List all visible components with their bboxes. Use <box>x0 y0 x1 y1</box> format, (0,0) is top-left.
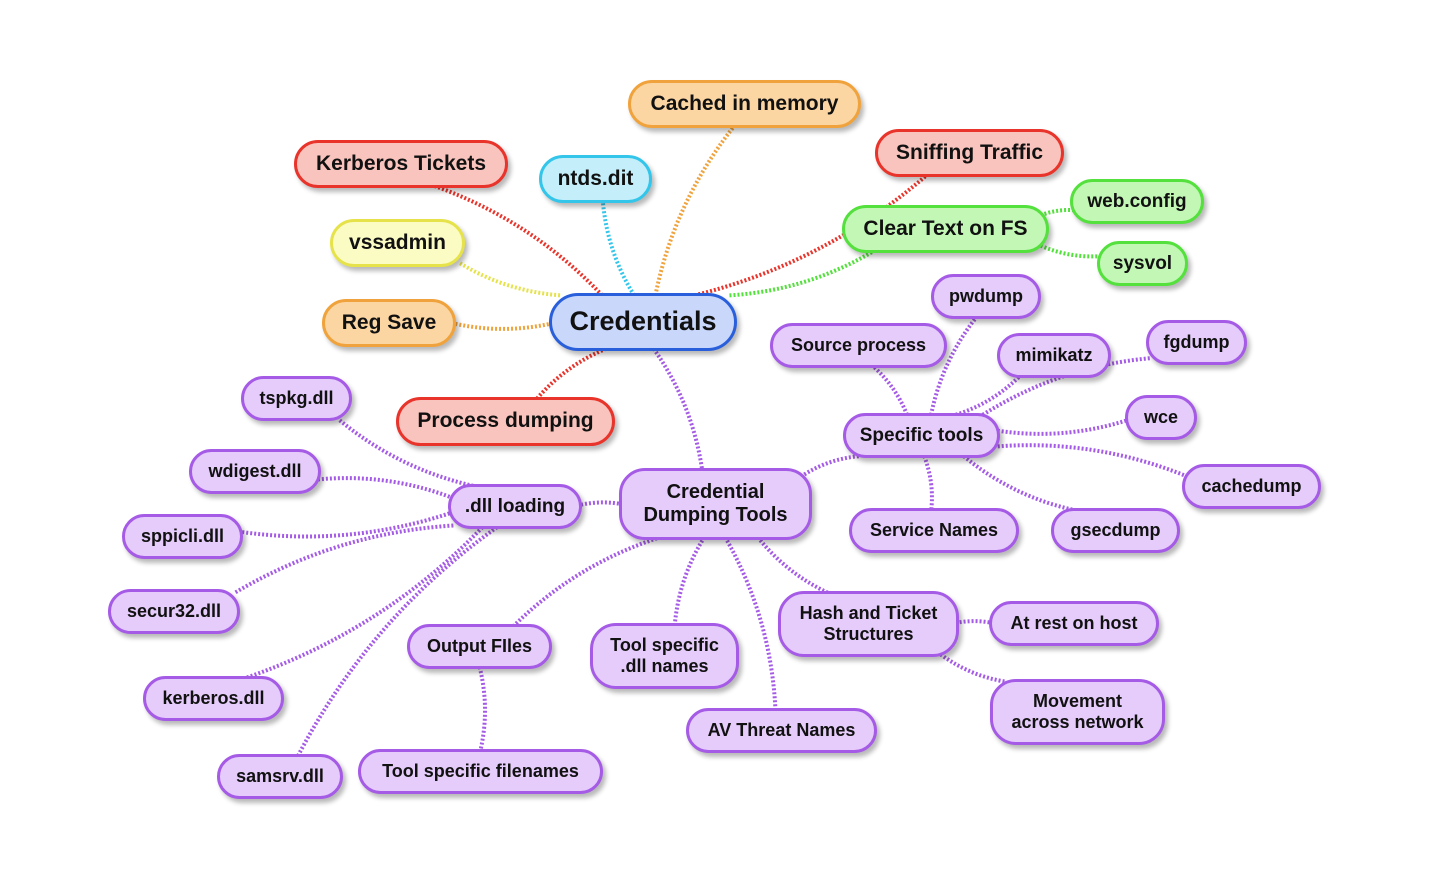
connector-credentials-to-ntds-dit <box>600 200 636 297</box>
node-tspkg-dll[interactable]: tspkg.dll <box>241 376 352 421</box>
connector-credentials-to-reg-save <box>450 320 557 331</box>
node-wdigest-dll[interactable]: wdigest.dll <box>189 449 321 494</box>
node-sniffing-traffic[interactable]: Sniffing Traffic <box>875 129 1064 177</box>
connector-output-files-to-tool-specific-filenames <box>477 666 488 752</box>
node-reg-save[interactable]: Reg Save <box>322 299 456 347</box>
connector-dll-loading-to-tspkg-dll <box>337 417 474 488</box>
node-sysvol[interactable]: sysvol <box>1097 241 1188 286</box>
connector-dll-loading-to-secur32-dll <box>233 523 454 595</box>
node-service-names[interactable]: Service Names <box>849 508 1019 553</box>
connector-hash-and-ticket-structures-to-movement-across-network <box>939 652 1006 684</box>
node-sppicli-dll[interactable]: sppicli.dll <box>122 514 243 559</box>
node-ntds-dit[interactable]: ntds.dit <box>539 155 652 203</box>
connector-specific-tools-to-pwdump <box>929 315 978 416</box>
connector-specific-tools-to-mimikatz <box>955 374 1022 417</box>
node-mimikatz[interactable]: mimikatz <box>997 333 1111 378</box>
node-tool-specific-filenames[interactable]: Tool specific filenames <box>358 749 603 794</box>
connector-credentials-to-process-dumping <box>535 346 607 401</box>
connector-credential-dumping-tools-to-output-files <box>512 535 662 628</box>
node-cachedump[interactable]: cachedump <box>1182 464 1321 509</box>
connector-credential-dumping-tools-to-specific-tools <box>803 454 860 477</box>
node-clear-text-on-fs[interactable]: Clear Text on FS <box>842 205 1049 253</box>
node-movement-across-network[interactable]: Movement across network <box>990 679 1165 745</box>
node-vssadmin[interactable]: vssadmin <box>330 219 465 267</box>
node-secur32-dll[interactable]: secur32.dll <box>108 589 240 634</box>
node-hash-and-ticket-structures[interactable]: Hash and Ticket Structures <box>778 591 959 657</box>
connector-specific-tools-to-service-names <box>922 455 934 511</box>
node-samsrv-dll[interactable]: samsrv.dll <box>217 754 343 799</box>
node-web-config[interactable]: web.config <box>1070 179 1204 224</box>
node-dll-loading[interactable]: .dll loading <box>448 484 582 529</box>
node-credential-dumping-tools[interactable]: Credential Dumping Tools <box>619 468 812 540</box>
node-tool-specific-dll-names[interactable]: Tool specific .dll names <box>590 623 739 689</box>
connector-credential-dumping-tools-to-hash-and-ticket-structures <box>756 535 831 596</box>
node-source-process[interactable]: Source process <box>770 323 947 368</box>
connector-specific-tools-to-gsecdump <box>962 454 1074 512</box>
node-gsecdump[interactable]: gsecdump <box>1051 508 1180 553</box>
node-specific-tools[interactable]: Specific tools <box>843 413 1000 458</box>
node-credentials[interactable]: Credentials <box>549 293 737 351</box>
node-kerberos-dll[interactable]: kerberos.dll <box>143 676 284 721</box>
node-wce[interactable]: wce <box>1125 395 1197 440</box>
connector-dll-loading-to-kerberos-dll <box>245 525 484 680</box>
node-output-files[interactable]: Output FIles <box>407 624 552 669</box>
connector-specific-tools-to-cachedump <box>993 443 1189 479</box>
connector-credentials-to-credential-dumping-tools <box>651 347 705 472</box>
node-fgdump[interactable]: fgdump <box>1146 320 1247 365</box>
connector-dll-loading-to-wdigest-dll <box>315 476 455 501</box>
connector-dll-loading-to-samsrv-dll <box>296 525 499 757</box>
connector-credentials-to-cached-in-memory <box>653 124 736 296</box>
connector-dll-loading-to-sppicli-dll <box>237 510 454 539</box>
connector-credential-dumping-tools-to-av-threat-names <box>723 536 778 710</box>
connector-credential-dumping-tools-to-tool-specific-dll-names <box>672 536 707 626</box>
connector-clear-text-on-fs-to-sysvol <box>1039 243 1101 259</box>
connector-credentials-to-clear-text-on-fs <box>729 249 875 298</box>
node-av-threat-names[interactable]: AV Threat Names <box>686 708 877 753</box>
node-kerberos-tickets[interactable]: Kerberos Tickets <box>294 140 508 188</box>
node-cached-in-memory[interactable]: Cached in memory <box>628 80 861 128</box>
node-at-rest-on-host[interactable]: At rest on host <box>989 601 1159 646</box>
node-pwdump[interactable]: pwdump <box>931 274 1041 319</box>
node-process-dumping[interactable]: Process dumping <box>396 397 615 446</box>
connector-credentials-to-vssadmin <box>458 261 561 298</box>
connector-specific-tools-to-wce <box>993 418 1129 436</box>
connector-credentials-to-sniffing-traffic <box>694 173 929 298</box>
connector-specific-tools-to-source-process <box>871 364 909 416</box>
connector-clear-text-on-fs-to-web-config <box>1039 208 1076 218</box>
connector-credentials-to-kerberos-tickets <box>434 184 604 297</box>
